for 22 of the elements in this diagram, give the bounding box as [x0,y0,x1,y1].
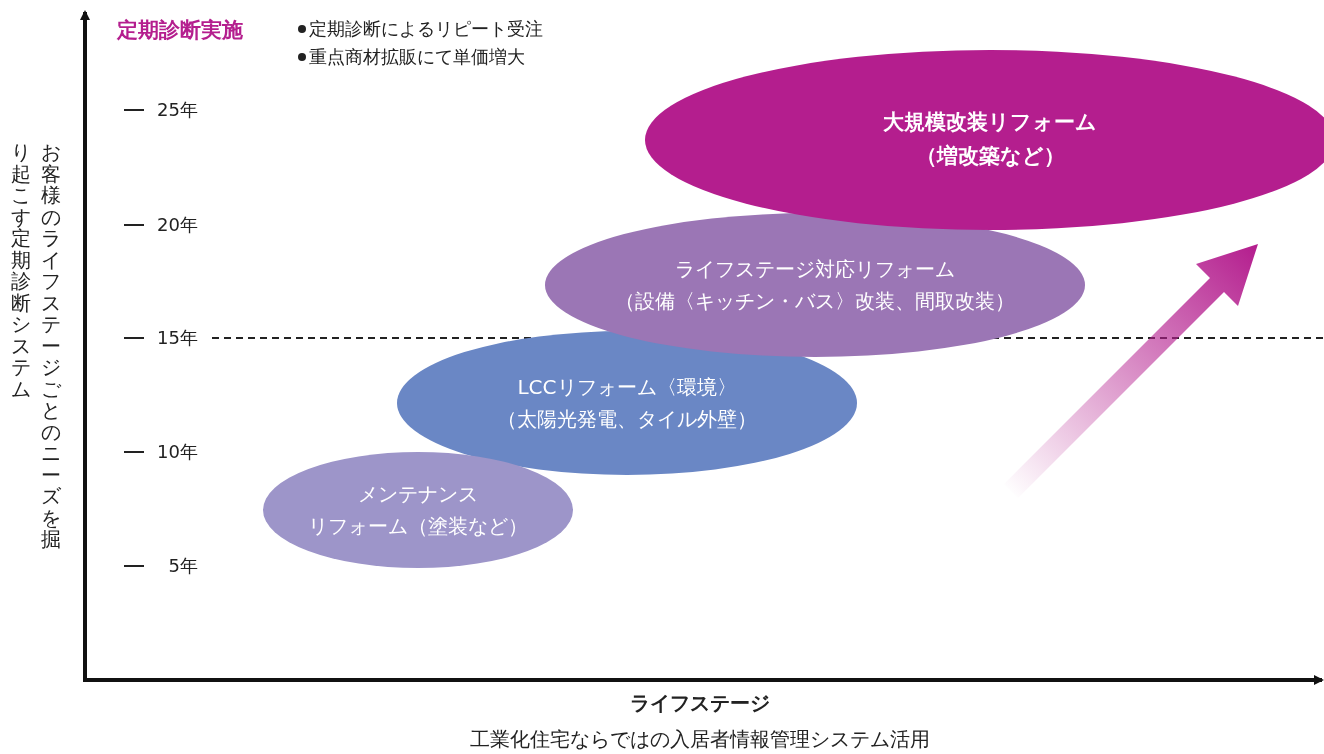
tick-label: 5年 [168,554,198,578]
caption-text: 工業化住宅ならではの入居者情報管理システム活用 [469,726,931,753]
node-text: （設備〈キッチン・バス〉改装、間取改装） [615,288,1015,315]
node-text: メンテナンス [358,481,478,508]
tick-label: 10年 [157,440,198,464]
ellipse-node [397,331,857,475]
node-text: （増改築など） [915,143,1065,170]
node-text: LCCリフォーム〈環境〉 [517,374,737,401]
tick-label: 25年 [157,98,198,122]
heading-label: 定期診断実施 [117,17,243,44]
ellipse-node [545,213,1085,357]
node-text: （太陽光発電、タイル外壁） [497,406,757,433]
bullet-text: 定期診断によるリピート受注 [309,17,543,41]
bullet-text: 重点商材拡販にて単価増大 [309,45,525,69]
ellipse-node [263,452,573,568]
node-text: 大規模改装リフォーム [883,109,1097,137]
tick-label: 15年 [157,326,198,350]
axis-title: ライフステージ [629,690,771,717]
node-text: ライフステージ対応リフォーム [675,256,955,283]
axis-title: お客様のライフステージごとのニーズを掘り起こす定期診断システム [10,142,62,553]
node-text: リフォーム（塗装など） [308,513,528,540]
tick-label: 20年 [157,213,198,237]
